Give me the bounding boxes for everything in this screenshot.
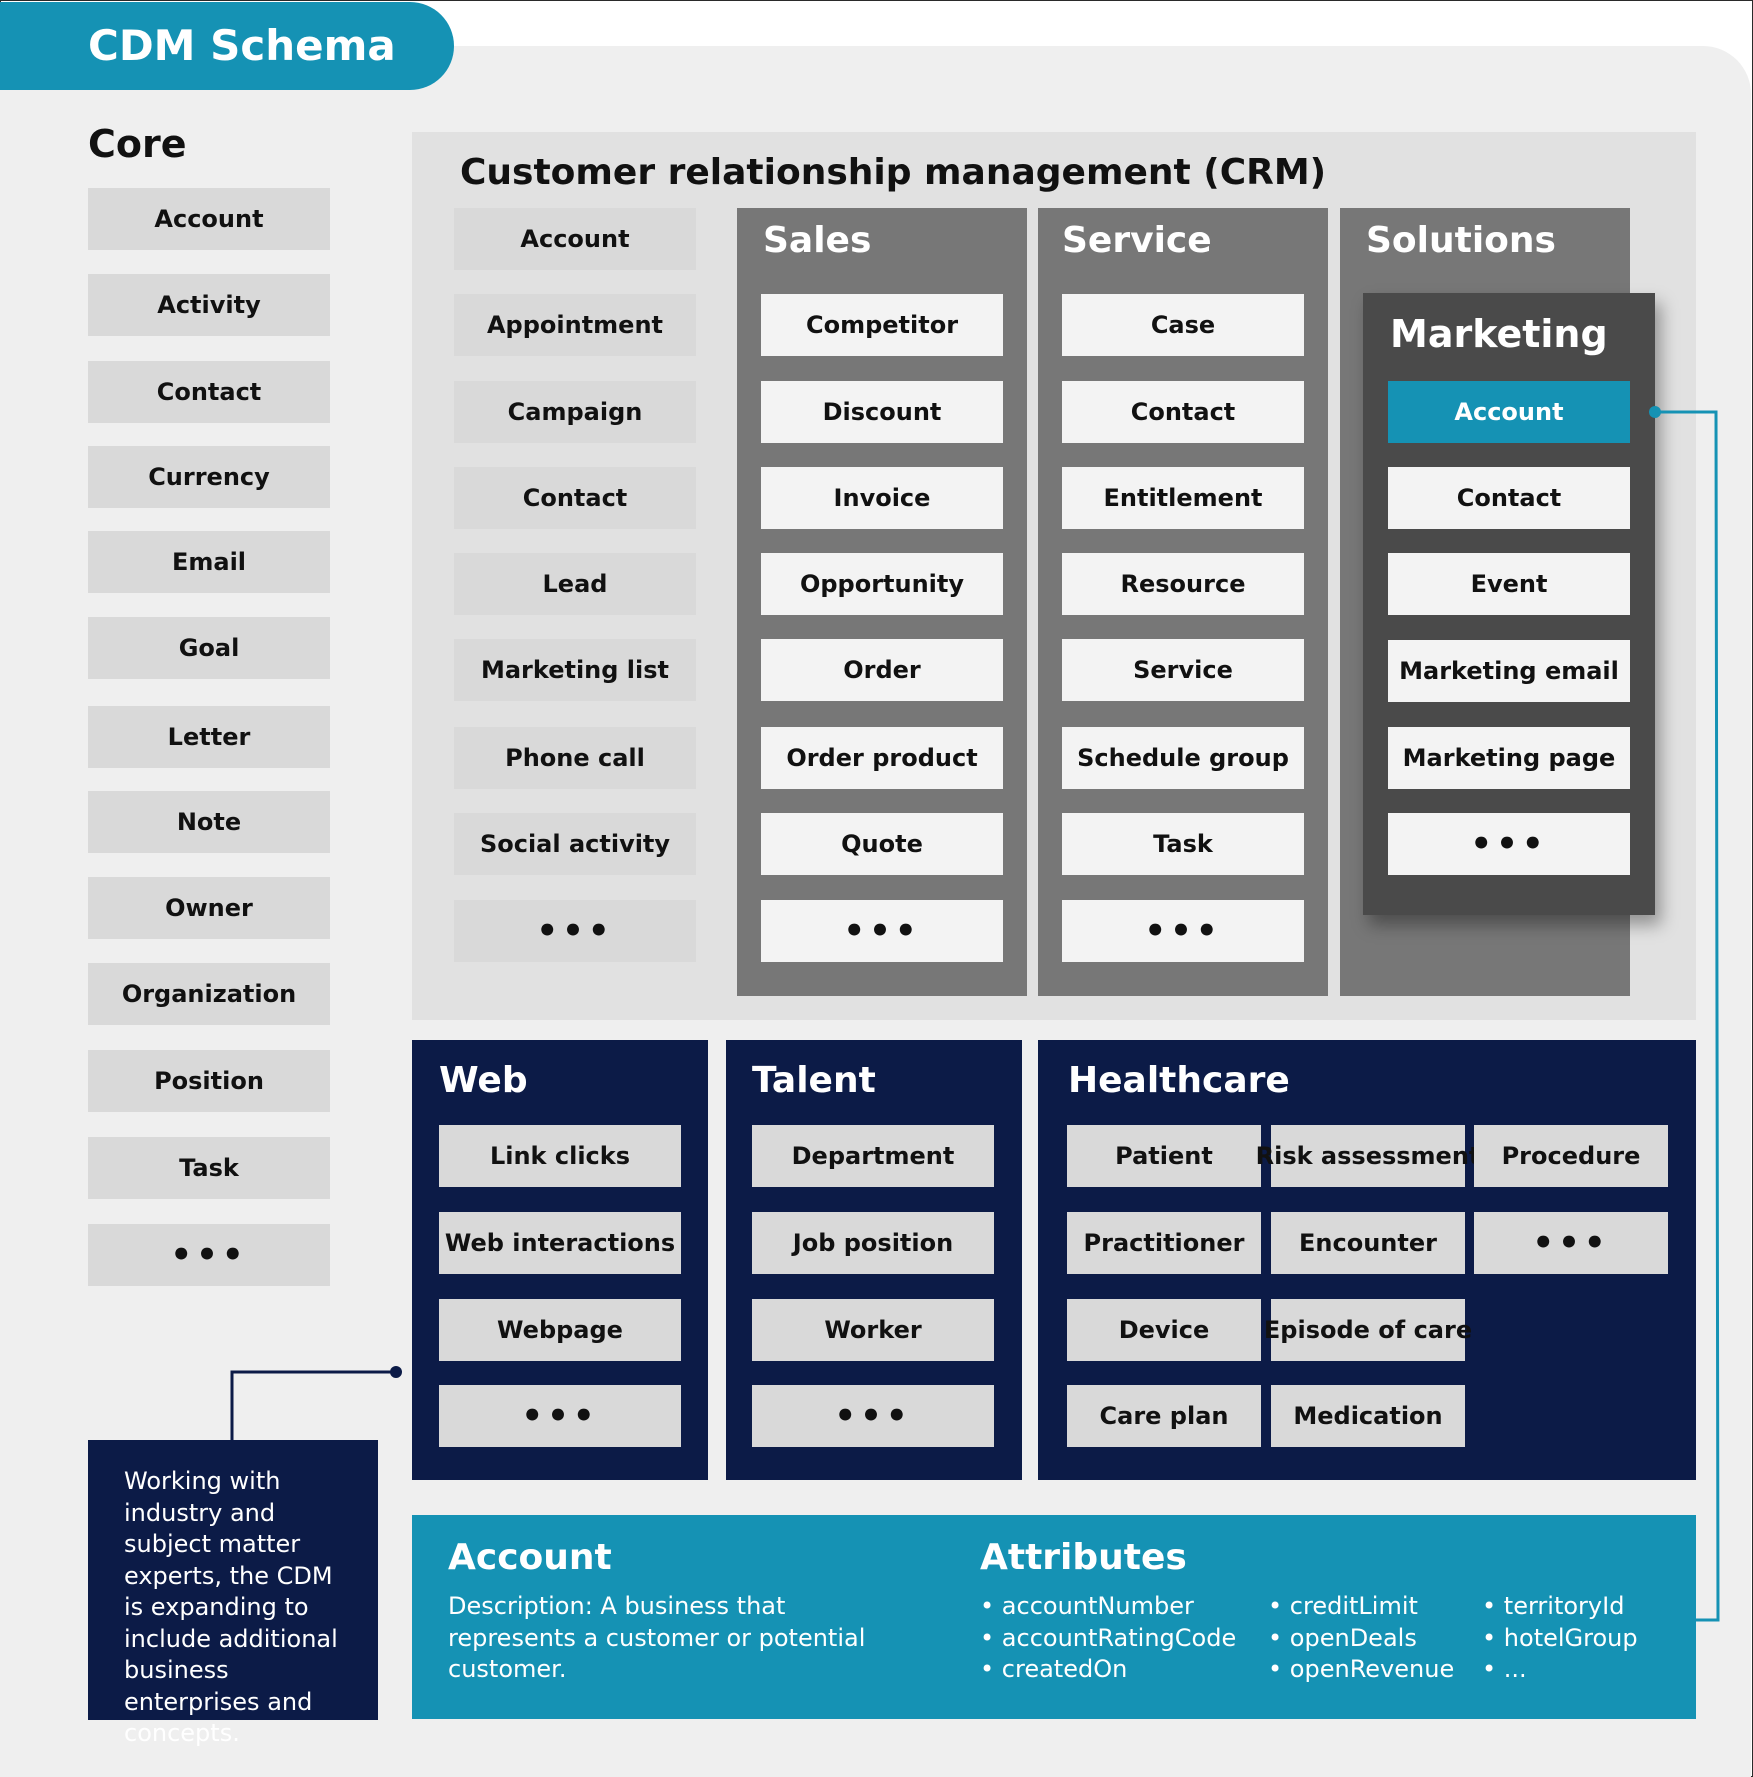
crm-appointment-box[interactable]: Appointment xyxy=(454,294,696,356)
crm-social-activity-box[interactable]: Social activity xyxy=(454,813,696,875)
web-link-clicks-box[interactable]: Link clicks xyxy=(439,1125,681,1187)
service-case-box[interactable]: Case xyxy=(1062,294,1304,356)
attribute-item: hotelGroup xyxy=(1482,1623,1638,1655)
service-task-box[interactable]: Task xyxy=(1062,813,1304,875)
marketing-marketing-email-box[interactable]: Marketing email xyxy=(1388,640,1630,702)
attribute-list-1: accountNumberaccountRatingCodecreatedOn xyxy=(980,1591,1236,1686)
healthcare-medication-box[interactable]: Medication xyxy=(1271,1385,1465,1447)
service-more-ellipsis[interactable]: ••• xyxy=(1062,900,1304,962)
talent-worker-box[interactable]: Worker xyxy=(752,1299,994,1361)
sales-quote-box[interactable]: Quote xyxy=(761,813,1003,875)
healthcare-episode-of-care-box[interactable]: Episode of care xyxy=(1264,1299,1472,1361)
crm-account-box[interactable]: Account xyxy=(454,208,696,270)
core-position-box[interactable]: Position xyxy=(88,1050,330,1112)
healthcare-care-plan-box[interactable]: Care plan xyxy=(1067,1385,1261,1447)
talent-department-box[interactable]: Department xyxy=(752,1125,994,1187)
service-entitlement-box[interactable]: Entitlement xyxy=(1062,467,1304,529)
crm-lead-box[interactable]: Lead xyxy=(454,553,696,615)
attribute-item: openDeals xyxy=(1268,1623,1454,1655)
talent-heading: Talent xyxy=(752,1060,876,1101)
attribute-item: accountRatingCode xyxy=(980,1623,1236,1655)
detail-entity-title: Account xyxy=(448,1537,612,1578)
attribute-list-2: creditLimitopenDealsopenRevenue xyxy=(1268,1591,1454,1686)
healthcare-procedure-box[interactable]: Procedure xyxy=(1474,1125,1668,1187)
marketing-heading: Marketing xyxy=(1390,312,1608,356)
attribute-item: territoryId xyxy=(1482,1591,1638,1623)
healthcare-risk-assessment-box[interactable]: Risk assessment xyxy=(1256,1125,1480,1187)
healthcare-device-box[interactable]: Device xyxy=(1067,1299,1261,1361)
crm-contact-box[interactable]: Contact xyxy=(454,467,696,529)
healthcare-encounter-box[interactable]: Encounter xyxy=(1271,1212,1465,1274)
service-service-box[interactable]: Service xyxy=(1062,639,1304,701)
note-to-web-connector xyxy=(230,1370,396,1440)
service-schedule-group-box[interactable]: Schedule group xyxy=(1062,727,1304,789)
marketing-contact-box[interactable]: Contact xyxy=(1388,467,1630,529)
talent-more-ellipsis[interactable]: ••• xyxy=(752,1385,994,1447)
crm-heading: Customer relationship management (CRM) xyxy=(460,152,1327,193)
attribute-list-3: territoryIdhotelGroup... xyxy=(1482,1591,1638,1686)
web-webpage-box[interactable]: Webpage xyxy=(439,1299,681,1361)
core-heading: Core xyxy=(88,122,187,166)
sales-discount-box[interactable]: Discount xyxy=(761,381,1003,443)
web-more-ellipsis[interactable]: ••• xyxy=(439,1385,681,1447)
sales-more-ellipsis[interactable]: ••• xyxy=(761,900,1003,962)
crm-more-ellipsis[interactable]: ••• xyxy=(454,900,696,962)
web-heading: Web xyxy=(439,1060,528,1101)
attribute-item: creditLimit xyxy=(1268,1591,1454,1623)
core-organization-box[interactable]: Organization xyxy=(88,963,330,1025)
crm-campaign-box[interactable]: Campaign xyxy=(454,381,696,443)
solutions-heading: Solutions xyxy=(1366,220,1556,261)
crm-marketing-list-box[interactable]: Marketing list xyxy=(454,639,696,701)
core-letter-box[interactable]: Letter xyxy=(88,706,330,768)
note-connector-dot xyxy=(390,1366,402,1378)
healthcare-practitioner-box[interactable]: Practitioner xyxy=(1067,1212,1261,1274)
core-account-box[interactable]: Account xyxy=(88,188,330,250)
healthcare-more-ellipsis[interactable]: ••• xyxy=(1474,1212,1668,1274)
attribute-item: ... xyxy=(1482,1654,1638,1686)
core-goal-box[interactable]: Goal xyxy=(88,617,330,679)
sales-order-box[interactable]: Order xyxy=(761,639,1003,701)
service-resource-box[interactable]: Resource xyxy=(1062,553,1304,615)
core-email-box[interactable]: Email xyxy=(88,531,330,593)
sales-heading: Sales xyxy=(763,220,872,261)
healthcare-heading: Healthcare xyxy=(1068,1060,1290,1101)
service-heading: Service xyxy=(1062,220,1212,261)
account-detail-panel: Account Description: A business that rep… xyxy=(412,1515,1696,1719)
healthcare-patient-box[interactable]: Patient xyxy=(1067,1125,1261,1187)
expansion-note: Working with industry and subject matter… xyxy=(88,1440,378,1747)
service-contact-box[interactable]: Contact xyxy=(1062,381,1304,443)
marketing-account-box[interactable]: Account xyxy=(1388,381,1630,443)
attribute-item: accountNumber xyxy=(980,1591,1236,1623)
sales-competitor-box[interactable]: Competitor xyxy=(761,294,1003,356)
attribute-item: openRevenue xyxy=(1268,1654,1454,1686)
detail-description: Description: A business that represents … xyxy=(448,1592,866,1683)
detail-attributes-title: Attributes xyxy=(980,1537,1187,1578)
marketing-connector-dot xyxy=(1649,406,1661,418)
sales-order-product-box[interactable]: Order product xyxy=(761,727,1003,789)
marketing-marketing-page-box[interactable]: Marketing page xyxy=(1388,727,1630,789)
core-note-box[interactable]: Note xyxy=(88,791,330,853)
crm-phone-call-box[interactable]: Phone call xyxy=(454,727,696,789)
marketing-more-ellipsis[interactable]: ••• xyxy=(1388,813,1630,875)
core-owner-box[interactable]: Owner xyxy=(88,877,330,939)
talent-job-position-box[interactable]: Job position xyxy=(752,1212,994,1274)
core-activity-box[interactable]: Activity xyxy=(88,274,330,336)
marketing-account-to-detail-connector xyxy=(1655,410,1720,1622)
sales-opportunity-box[interactable]: Opportunity xyxy=(761,553,1003,615)
core-task-box[interactable]: Task xyxy=(88,1137,330,1199)
core-contact-box[interactable]: Contact xyxy=(88,361,330,423)
sales-invoice-box[interactable]: Invoice xyxy=(761,467,1003,529)
marketing-event-box[interactable]: Event xyxy=(1388,553,1630,615)
core-more-ellipsis[interactable]: ••• xyxy=(88,1224,330,1286)
attribute-item: createdOn xyxy=(980,1654,1236,1686)
web-web-interactions-box[interactable]: Web interactions xyxy=(439,1212,681,1274)
core-currency-box[interactable]: Currency xyxy=(88,446,330,508)
schema-title: CDM Schema xyxy=(0,2,454,90)
